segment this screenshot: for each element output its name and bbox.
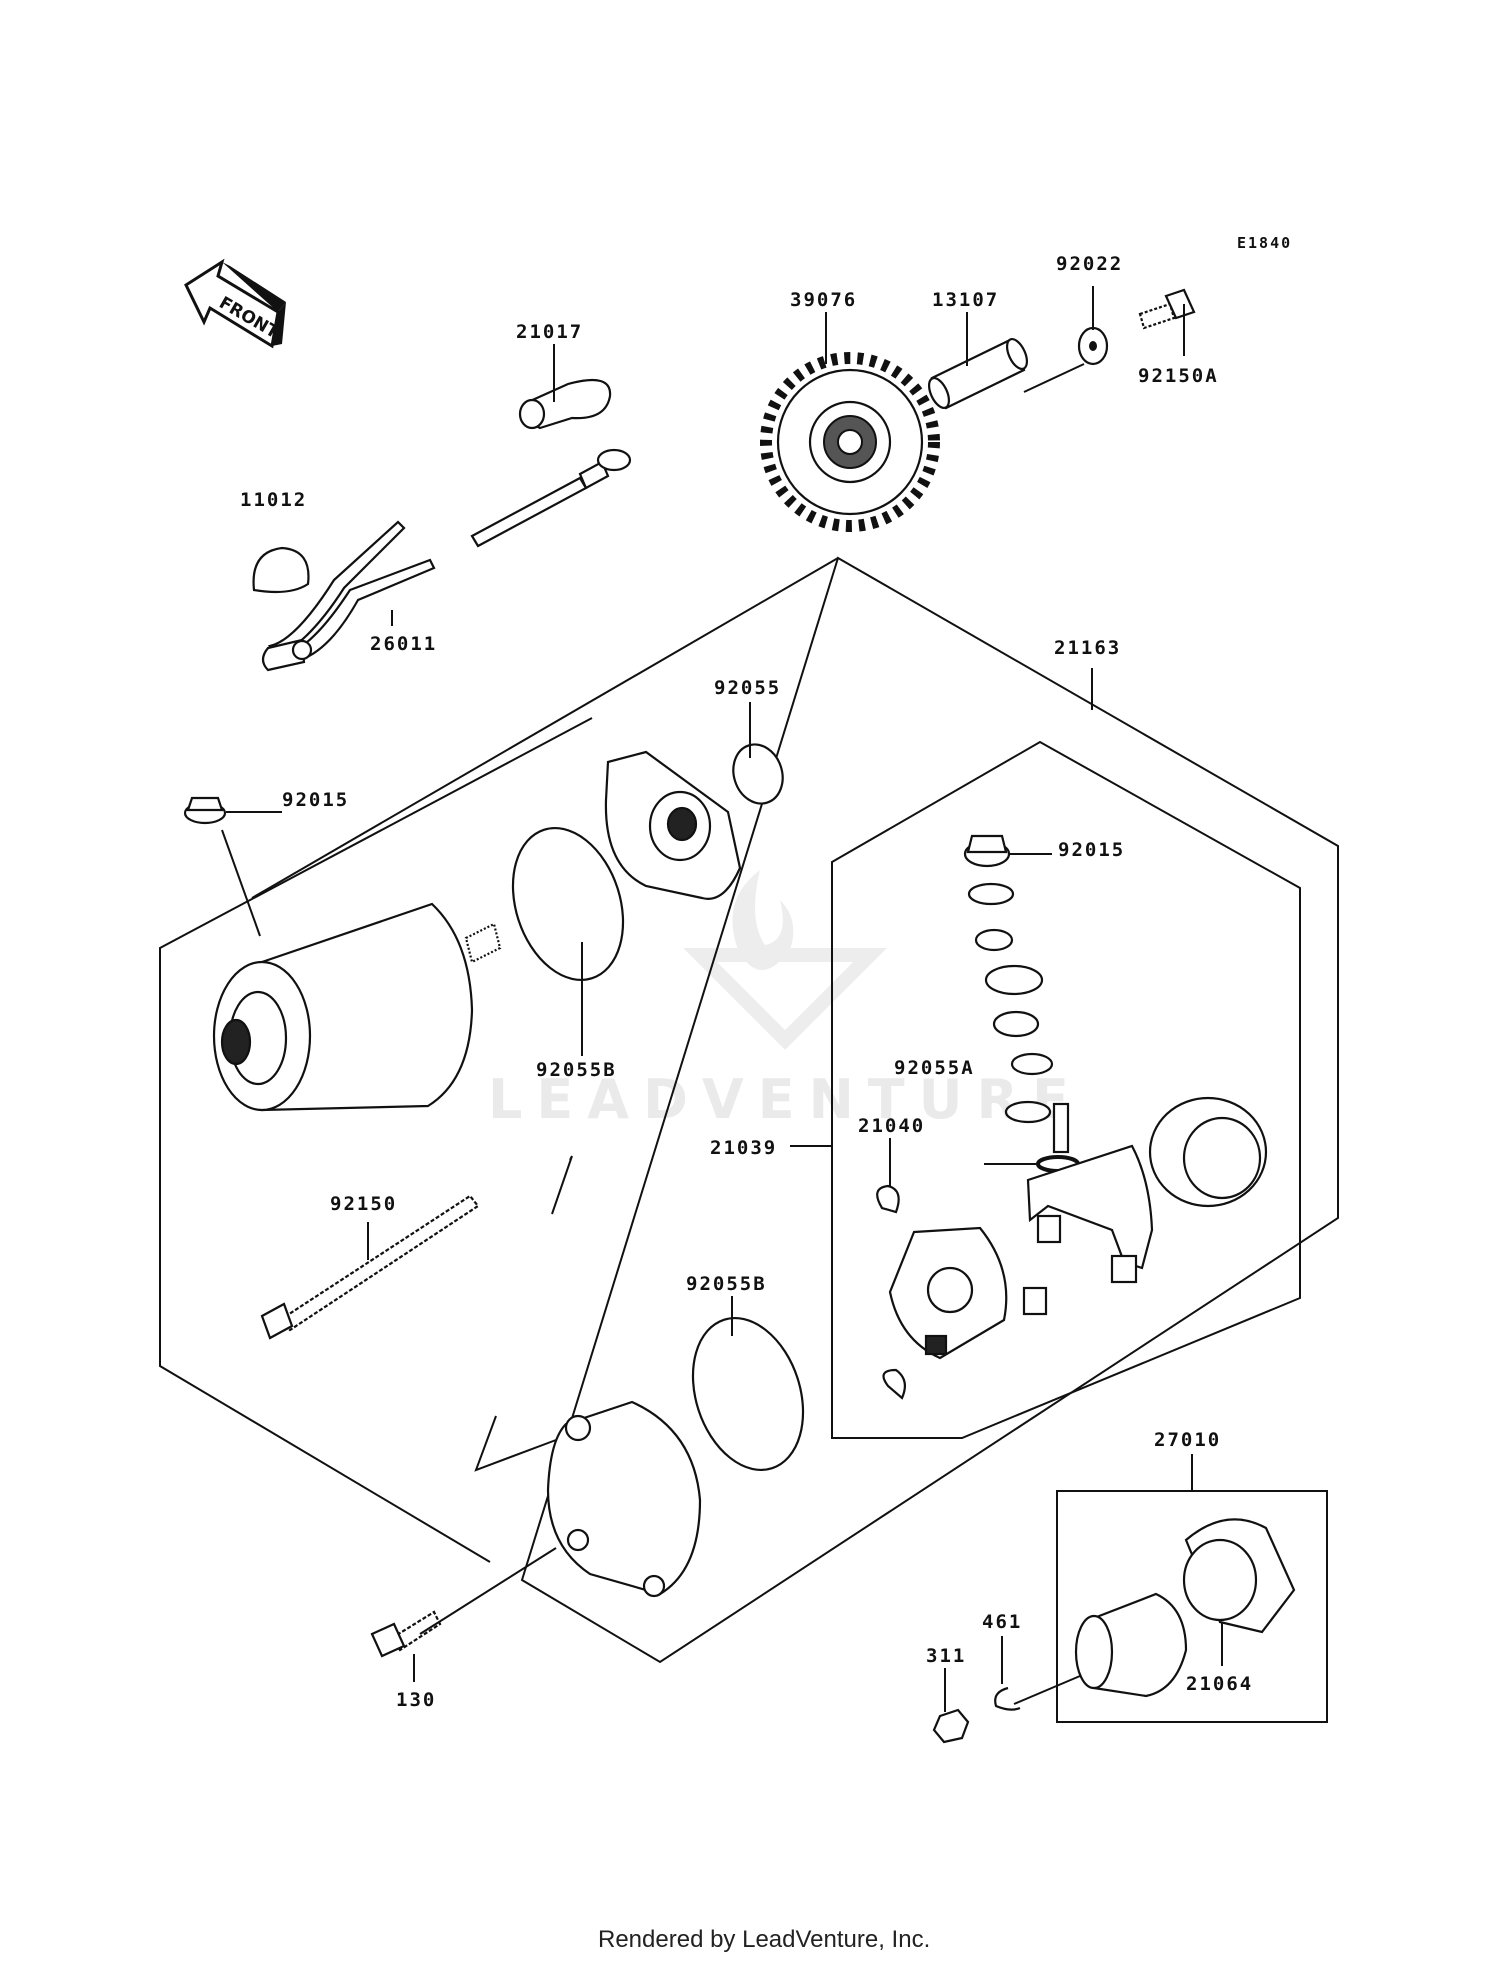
callout-130: 130 — [396, 1689, 436, 1711]
bolt-130 — [370, 1610, 442, 1658]
callout-26011: 26011 — [370, 633, 437, 655]
assembly-outline-left — [159, 717, 593, 1563]
assembly-outline-top — [251, 557, 839, 899]
callout-92055B-upper: 92055B — [536, 1059, 617, 1081]
callout-92055: 92055 — [714, 677, 781, 699]
watermark-logo: LEADVENTURE — [488, 870, 1083, 1131]
starter-motor-body — [212, 902, 502, 1112]
callout-11012: 11012 — [240, 489, 307, 511]
callout-92055B-lower: 92055B — [686, 1273, 767, 1295]
brush-holder-21040 — [876, 1184, 1048, 1400]
callout-21163: 21163 — [1054, 637, 1121, 659]
washer-92022 — [1077, 326, 1109, 366]
callout-92022: 92022 — [1056, 253, 1123, 275]
callout-13107: 13107 — [932, 289, 999, 311]
wire-harness-26011 — [261, 520, 436, 672]
o-ring-92055 — [732, 743, 784, 805]
leader-lines — [221, 286, 1223, 1712]
nut-92015-left — [183, 796, 227, 825]
footer-credit: Rendered by LeadVenture, Inc. — [598, 1926, 930, 1953]
brush-yoke — [1148, 1096, 1268, 1208]
front-arrow-icon: FRONT — [184, 258, 286, 349]
gear-shaft-13107 — [927, 338, 1029, 410]
o-ring-92055B-lower — [691, 1316, 805, 1472]
callout-92055A: 92055A — [894, 1057, 975, 1079]
through-bolt-92150 — [260, 1194, 480, 1340]
brush-assembly-outline-21039 — [831, 740, 1301, 1439]
lead-wire — [470, 448, 632, 548]
snap-ring-461 — [994, 1686, 1021, 1711]
front-cover — [604, 750, 742, 900]
nut-311 — [932, 1708, 970, 1744]
assembly-outline-21163 — [520, 556, 1339, 1664]
hidden-line-1 — [551, 1155, 573, 1215]
callout-21017: 21017 — [516, 321, 583, 343]
callout-461: 461 — [982, 1611, 1022, 1633]
callout-21040: 21040 — [858, 1115, 925, 1137]
idle-gear-39076 — [760, 352, 940, 532]
callout-21039: 21039 — [710, 1137, 777, 1159]
callout-92150: 92150 — [330, 1193, 397, 1215]
starter-relay-21064 — [1074, 1518, 1296, 1698]
bolt-92150A — [1138, 288, 1196, 330]
hidden-line-2 — [474, 1415, 557, 1472]
callout-21064: 21064 — [1186, 1673, 1253, 1695]
rear-cover — [546, 1400, 702, 1598]
callout-27010: 27010 — [1154, 1429, 1221, 1451]
callout-39076: 39076 — [790, 289, 857, 311]
callout-labels: 21017 39076 13107 92022 92150A 11012 260… — [240, 253, 1253, 1711]
callout-92015-right: 92015 — [1058, 839, 1125, 861]
callout-311: 311 — [926, 1645, 966, 1667]
callout-92015-left: 92015 — [282, 789, 349, 811]
callout-92150A: 92150A — [1138, 365, 1219, 387]
terminal-cap-21017 — [518, 378, 612, 430]
o-ring-92055B-upper — [511, 826, 625, 982]
nut-92015-right — [963, 834, 1011, 868]
rubber-cap-11012 — [252, 546, 310, 594]
diagram-code: E1840 — [1237, 234, 1292, 252]
watermark-text: LEADVENTURE — [488, 1068, 1083, 1131]
brush-plate — [1026, 1102, 1154, 1284]
